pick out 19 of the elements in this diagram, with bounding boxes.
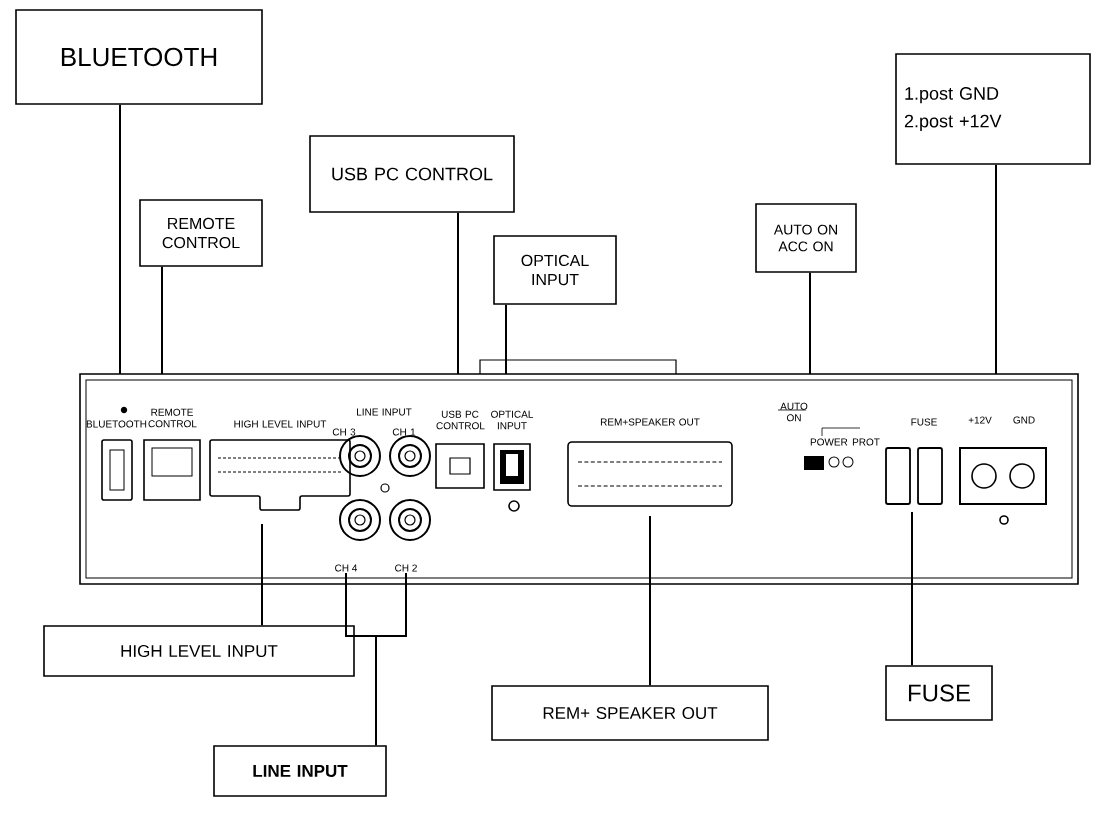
callout-box: REMOTE CONTROL <box>139 199 263 267</box>
callout-box: 1.post GND 2.post +12V <box>895 53 1091 165</box>
leader-line <box>505 303 507 375</box>
leader-line <box>161 265 163 375</box>
leader-line <box>261 523 263 627</box>
leader-line <box>375 571 407 747</box>
leader-line <box>995 163 997 375</box>
leader-line <box>457 211 459 375</box>
callout-box: OPTICAL INPUT <box>493 235 617 305</box>
leader-line <box>649 515 651 687</box>
leader-line <box>911 511 913 667</box>
callout-box: FUSE <box>885 665 993 721</box>
callout-box: LINE INPUT <box>213 745 387 797</box>
callout-box: BLUETOOTH <box>15 9 263 105</box>
callout-box: HIGH LEVEL INPUT <box>43 625 355 677</box>
callout-box: USB PC CONTROL <box>309 135 515 213</box>
leader-line <box>809 271 811 375</box>
callout-box: REM+ SPEAKER OUT <box>491 685 769 741</box>
leader-line <box>119 103 121 375</box>
